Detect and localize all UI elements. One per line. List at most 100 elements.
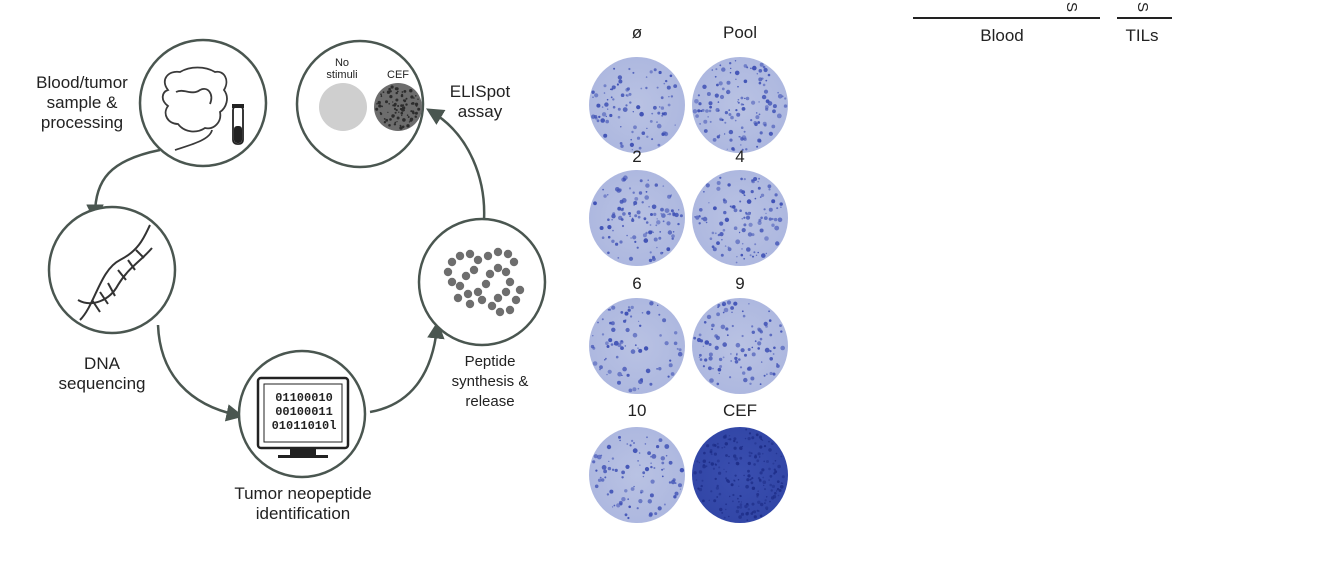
spot xyxy=(717,303,721,307)
cef-spot xyxy=(410,95,414,99)
peptide-bead xyxy=(511,295,521,305)
spot xyxy=(660,456,665,461)
spot xyxy=(743,257,746,260)
spot xyxy=(736,256,738,258)
spot xyxy=(660,96,664,100)
spot xyxy=(717,101,720,103)
well-label: 2 xyxy=(632,147,642,166)
spot xyxy=(768,319,772,322)
spot xyxy=(617,380,621,385)
spot xyxy=(735,509,740,514)
cef-spot xyxy=(392,104,395,107)
spot xyxy=(641,131,646,135)
spot xyxy=(766,373,768,376)
tils-group-label: TILs xyxy=(1125,26,1159,45)
peptide-bead xyxy=(455,251,465,261)
spot xyxy=(610,88,612,91)
cef-spot xyxy=(395,109,398,112)
spot xyxy=(628,505,631,509)
spot xyxy=(760,502,764,507)
spot xyxy=(716,382,720,386)
spot xyxy=(770,496,775,500)
peptide-bead xyxy=(501,267,511,277)
spot xyxy=(601,106,604,108)
elispot-well xyxy=(589,170,685,266)
spot xyxy=(631,439,634,442)
spot xyxy=(592,460,596,464)
spot xyxy=(621,198,627,203)
arrow-synthesis-to-assay xyxy=(426,108,486,221)
spot xyxy=(701,108,705,112)
spot xyxy=(632,111,634,113)
spot xyxy=(673,84,678,88)
spot xyxy=(728,462,730,464)
spot xyxy=(760,193,765,197)
peptide-bead xyxy=(515,285,525,295)
cef-spot xyxy=(375,107,379,111)
cef-spot xyxy=(400,94,404,98)
cef-spot xyxy=(407,116,410,118)
spot xyxy=(754,442,757,445)
spot xyxy=(758,218,762,222)
spot xyxy=(776,207,779,210)
spot xyxy=(761,361,763,363)
spot xyxy=(698,461,701,464)
spot xyxy=(621,208,624,212)
spot xyxy=(758,113,761,116)
spot xyxy=(664,341,669,346)
spot xyxy=(703,119,708,124)
spot xyxy=(672,478,676,482)
spot xyxy=(716,181,721,185)
peptide-bead xyxy=(493,247,503,257)
spot xyxy=(706,92,711,96)
spot xyxy=(768,131,773,136)
spot xyxy=(759,445,763,449)
spot xyxy=(637,387,640,390)
spot xyxy=(661,112,665,115)
spot xyxy=(745,428,748,431)
spot xyxy=(758,510,760,512)
well-label: 6 xyxy=(632,274,642,293)
spot xyxy=(637,460,639,462)
spot xyxy=(780,345,785,351)
spot xyxy=(679,468,685,473)
spot xyxy=(620,93,625,97)
spot xyxy=(634,214,638,218)
spot xyxy=(645,191,648,193)
spot xyxy=(661,213,666,218)
cef-spot xyxy=(377,100,381,105)
spot xyxy=(630,305,634,310)
spot xyxy=(730,360,733,362)
spot xyxy=(672,231,675,233)
spot xyxy=(776,363,778,365)
elispot-well xyxy=(692,57,788,153)
spot xyxy=(744,97,746,100)
spot xyxy=(607,369,612,374)
spot xyxy=(765,212,767,215)
spot xyxy=(705,221,708,224)
spot xyxy=(616,83,619,86)
spot xyxy=(779,324,782,327)
spot xyxy=(716,135,720,139)
spot xyxy=(757,138,762,143)
spot xyxy=(639,464,641,466)
spot xyxy=(749,478,752,481)
spot xyxy=(761,94,767,100)
spot xyxy=(774,193,778,197)
spot xyxy=(671,237,674,240)
spot xyxy=(612,229,614,232)
spot xyxy=(743,178,746,181)
spot xyxy=(600,118,605,123)
spot xyxy=(781,475,785,479)
spot xyxy=(750,481,754,485)
spot xyxy=(767,184,772,189)
spot xyxy=(711,328,713,331)
cef-spot xyxy=(394,87,398,91)
spot xyxy=(668,96,670,98)
spot xyxy=(626,443,629,445)
spot xyxy=(594,93,599,98)
spot xyxy=(752,255,754,258)
cef-spot xyxy=(411,102,415,105)
spot xyxy=(750,190,754,194)
spot xyxy=(631,218,635,222)
